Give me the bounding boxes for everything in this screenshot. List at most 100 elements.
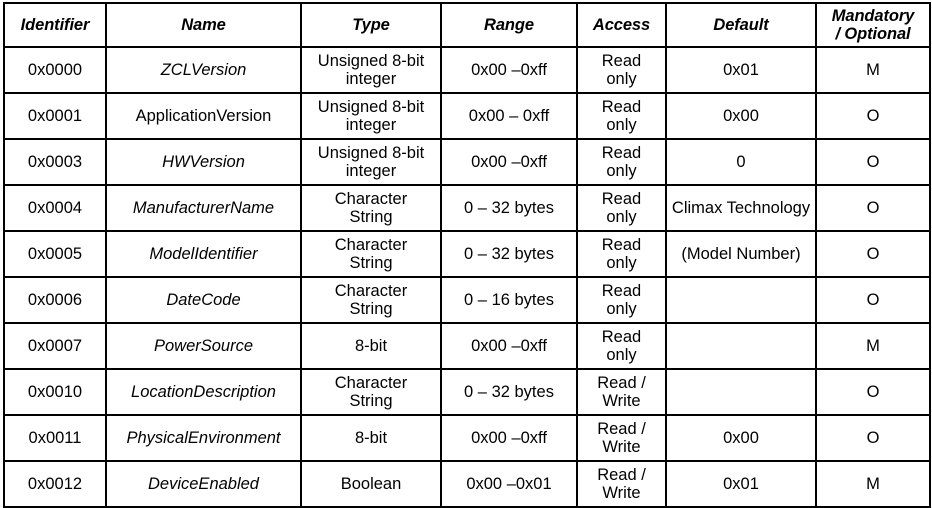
cell-type-line1: Unsigned 8-bit (317, 143, 425, 162)
cell-mandatory-optional: O (815, 230, 931, 278)
cell-type-line2: String (349, 208, 393, 226)
cell-access-line1: Read (601, 51, 642, 70)
cell-range: 0 – 32 bytes (440, 368, 578, 416)
cell-access-line2: Write (602, 484, 641, 502)
cell-name: ApplicationVersion (105, 92, 302, 140)
cell-default (665, 322, 817, 370)
cell-access-line2: Write (602, 438, 641, 456)
cell-access-line2: Write (602, 392, 641, 410)
column-header-mandatory-optional: Mandatory / Optional (815, 2, 931, 48)
cell-default: 0x01 (665, 460, 817, 508)
cell-range: 0 – 32 bytes (440, 184, 578, 232)
cell-default: Climax Technology (665, 184, 817, 232)
cell-mandatory-optional: O (815, 368, 931, 416)
cell-type-line2: String (349, 392, 393, 410)
cell-type-line1: Character (334, 235, 408, 254)
cell-range: 0x00 –0xff (440, 414, 578, 462)
cell-type-line2: integer (345, 162, 397, 180)
cell-access-line1: Read (601, 327, 642, 346)
cell-name: DateCode (105, 276, 302, 324)
cell-identifier: 0x0010 (3, 368, 107, 416)
cell-type-line1: Character (334, 281, 408, 300)
attribute-table-container: Identifier Name Type Range Access Defaul… (3, 2, 931, 508)
cell-type-line1: Unsigned 8-bit (317, 97, 425, 116)
column-header-mandatory-optional-line1: Mandatory (831, 6, 915, 25)
cell-access-line2: only (606, 162, 637, 180)
cell-mandatory-optional: M (815, 46, 931, 94)
cell-name: ManufacturerName (105, 184, 302, 232)
cell-type: 8-bit (300, 322, 442, 370)
cell-identifier: 0x0007 (3, 322, 107, 370)
column-header-type: Type (300, 2, 442, 48)
column-header-identifier: Identifier (3, 2, 107, 48)
cell-mandatory-optional: O (815, 414, 931, 462)
cell-identifier: 0x0012 (3, 460, 107, 508)
cell-name: PhysicalEnvironment (105, 414, 302, 462)
cell-range: 0 – 32 bytes (440, 230, 578, 278)
cell-name: ModelIdentifier (105, 230, 302, 278)
cell-range: 0x00 –0xff (440, 322, 578, 370)
cell-access-line2: only (606, 208, 637, 226)
cell-default (665, 276, 817, 324)
cell-access-line1: Read (601, 189, 642, 208)
cell-type: Boolean (300, 460, 442, 508)
cell-default (665, 368, 817, 416)
cell-name: LocationDescription (105, 368, 302, 416)
cell-mandatory-optional: O (815, 184, 931, 232)
column-header-access: Access (576, 2, 667, 48)
cell-access-line2: only (606, 300, 637, 318)
cell-access: Read /Write (576, 368, 667, 416)
cell-mandatory-optional: O (815, 276, 931, 324)
cell-identifier: 0x0005 (3, 230, 107, 278)
cell-access-line2: only (606, 70, 637, 88)
cell-name: ZCLVersion (105, 46, 302, 94)
cell-access-line1: Read / (597, 419, 646, 438)
cell-type-line2: integer (345, 116, 397, 134)
column-header-range: Range (440, 2, 578, 48)
cell-default: 0x00 (665, 92, 817, 140)
cell-identifier: 0x0003 (3, 138, 107, 186)
cell-access-line1: Read (601, 97, 642, 116)
cell-access-line1: Read (601, 281, 642, 300)
zcl-basic-cluster-attribute-table: Identifier Name Type Range Access Defaul… (3, 2, 931, 508)
cell-identifier: 0x0001 (3, 92, 107, 140)
column-header-name: Name (105, 2, 302, 48)
cell-mandatory-optional: O (815, 92, 931, 140)
column-header-default: Default (665, 2, 817, 48)
cell-access-line1: Read (601, 235, 642, 254)
cell-type-line2: integer (345, 70, 397, 88)
cell-identifier: 0x0000 (3, 46, 107, 94)
cell-default: 0x00 (665, 414, 817, 462)
cell-type-line2: String (349, 300, 393, 318)
cell-default: 0 (665, 138, 817, 186)
cell-name: HWVersion (105, 138, 302, 186)
cell-access-line2: only (606, 116, 637, 134)
cell-identifier: 0x0011 (3, 414, 107, 462)
cell-access: Read /Write (576, 414, 667, 462)
cell-mandatory-optional: M (815, 460, 931, 508)
cell-mandatory-optional: O (815, 138, 931, 186)
cell-range: 0x00 – 0xff (440, 92, 578, 140)
cell-identifier: 0x0004 (3, 184, 107, 232)
cell-mandatory-optional: M (815, 322, 931, 370)
table-header: Identifier Name Type Range Access Defaul… (3, 2, 931, 48)
